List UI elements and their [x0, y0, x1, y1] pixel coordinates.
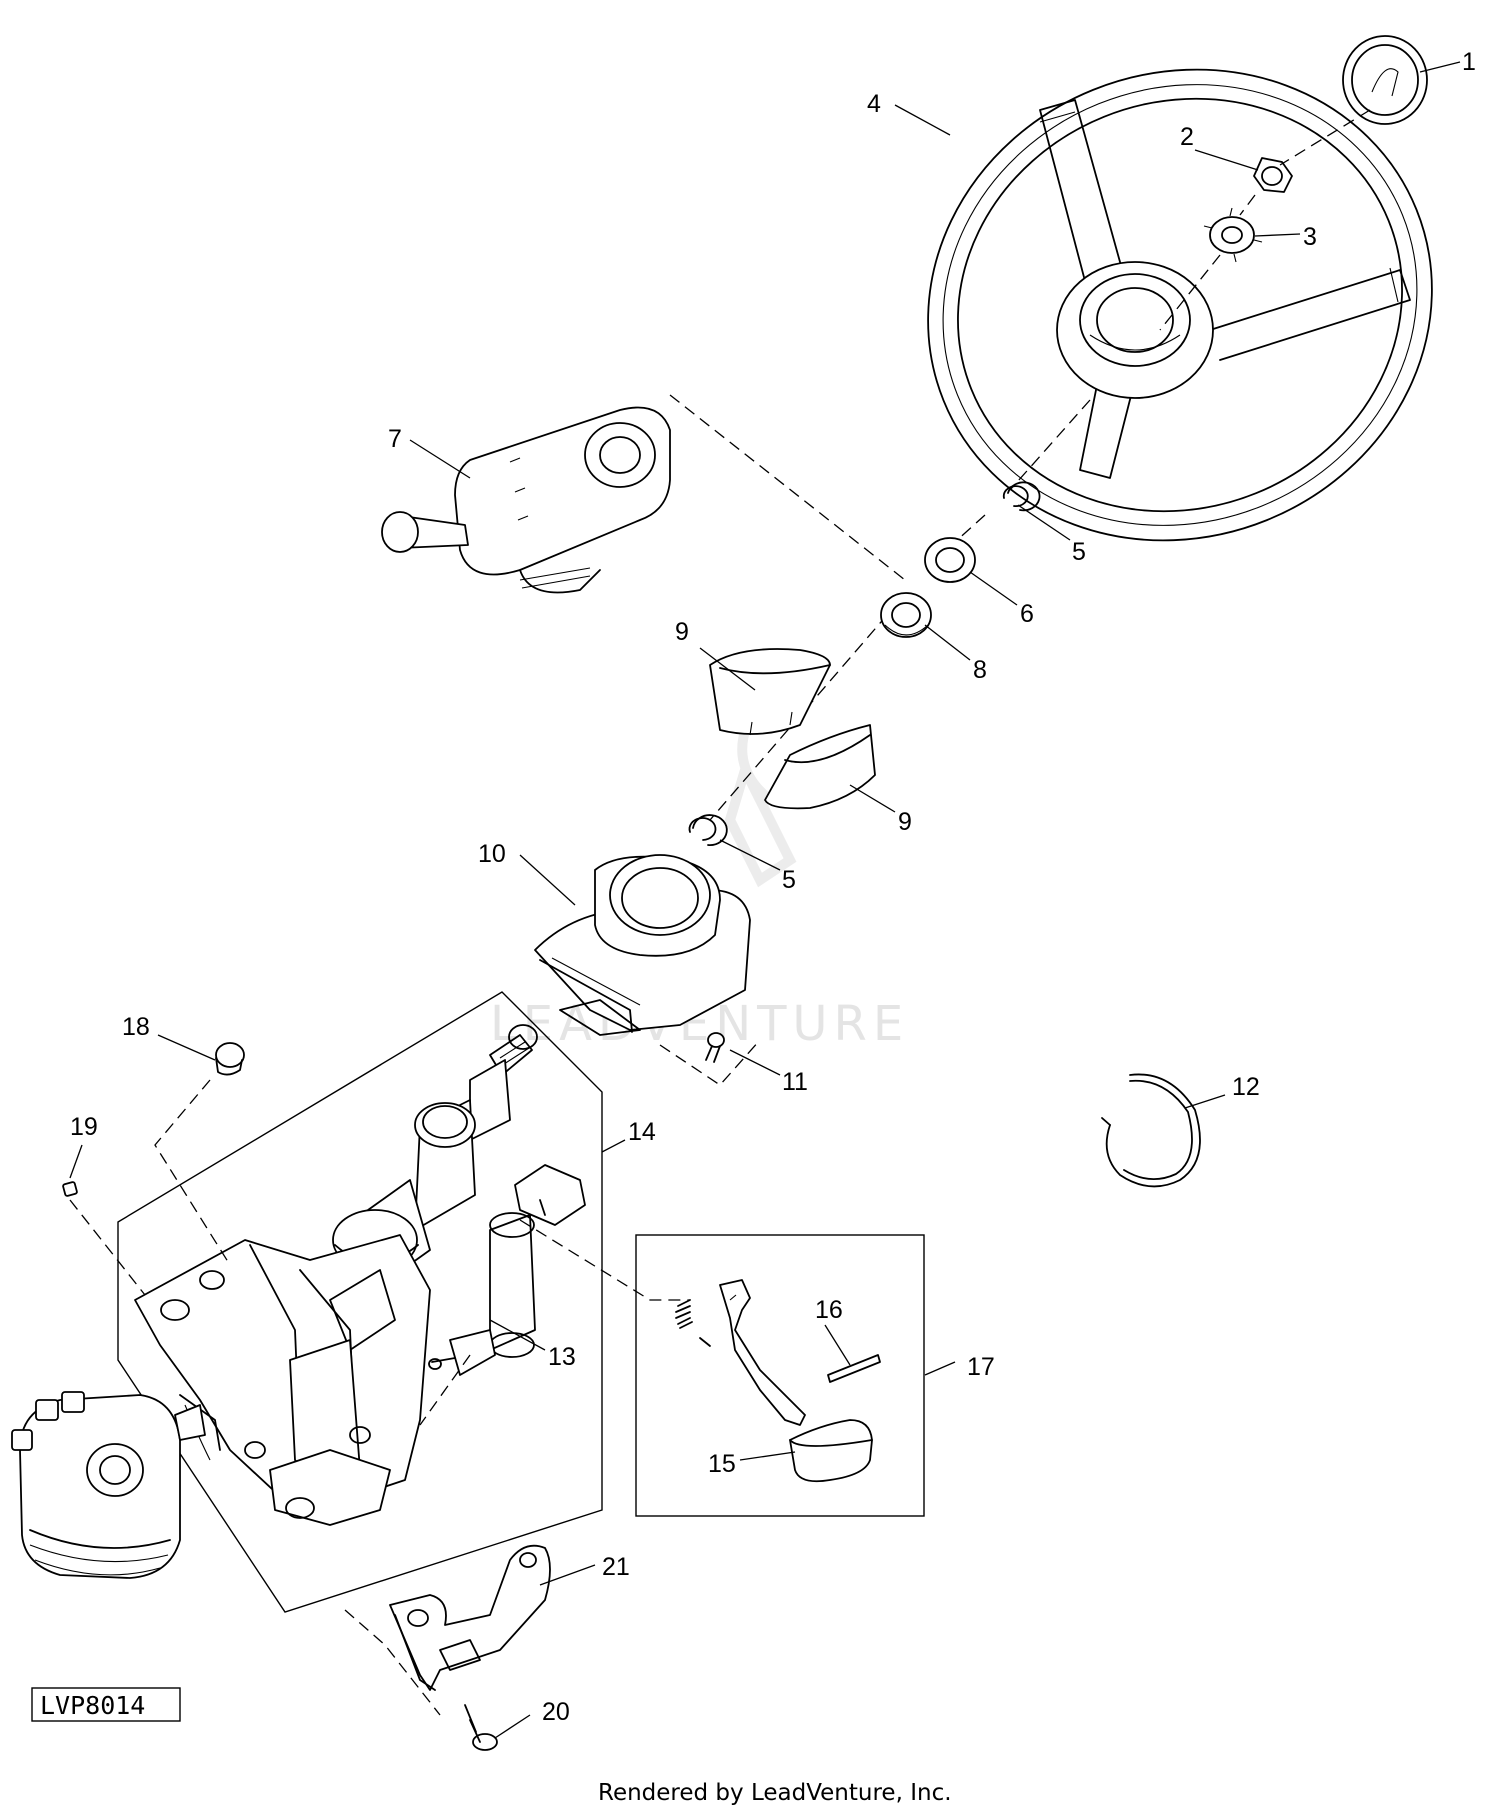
part-18-bolt — [215, 1042, 245, 1076]
callout-9-lower: 9 — [898, 808, 912, 836]
column-bracket — [134, 1234, 431, 1526]
part-8-bushing — [880, 592, 932, 638]
callout-19: 19 — [70, 1113, 98, 1141]
part-15-knob — [789, 1419, 873, 1483]
kit-spring — [675, 1299, 711, 1347]
callout-7: 7 — [388, 425, 402, 453]
steering-wheel — [927, 68, 1433, 542]
callout-8: 8 — [973, 656, 987, 684]
callout-6: 6 — [1020, 600, 1034, 628]
part-5-snap-ring-lower — [688, 814, 728, 846]
callout-1: 1 — [1462, 48, 1476, 76]
part-11-screw — [705, 1032, 725, 1063]
part-2-nut — [1253, 157, 1293, 193]
part-14-assembly-frame — [117, 991, 603, 1613]
callout-2: 2 — [1180, 123, 1194, 151]
callout-14: 14 — [628, 1118, 656, 1146]
callout-20: 20 — [542, 1698, 570, 1726]
callout-3: 3 — [1303, 223, 1317, 251]
callout-16: 16 — [815, 1296, 843, 1324]
column-dashed-guides — [69, 1079, 690, 1716]
callout-15: 15 — [708, 1450, 736, 1478]
part-6-washer — [924, 537, 976, 583]
part-21-mount-bracket — [389, 1544, 551, 1691]
callout-21: 21 — [602, 1553, 630, 1581]
part-9-cover-upper — [709, 648, 831, 736]
callout-17: 17 — [967, 1353, 995, 1381]
callout-10: 10 — [478, 840, 506, 868]
callout-5-lower: 5 — [782, 866, 796, 894]
footer-credit: Rendered by LeadVenture, Inc. — [598, 1780, 952, 1806]
part-7-control-switch — [381, 406, 671, 594]
callout-4: 4 — [867, 90, 881, 118]
callout-11: 11 — [782, 1068, 808, 1096]
part-17-kit-box — [635, 1234, 925, 1517]
callout-5-upper: 5 — [1072, 538, 1086, 566]
part-5-snap-ring-upper — [1002, 481, 1041, 512]
part-13-gas-strut — [428, 1164, 586, 1376]
assembly-axis-upper — [709, 109, 1371, 821]
steering-valve — [11, 1391, 206, 1579]
part-1-cap — [1342, 35, 1428, 125]
part-10-column-housing — [534, 854, 751, 1036]
part-9-cover-lower — [764, 724, 876, 810]
callout-9-upper: 9 — [675, 618, 689, 646]
kit-release-lever — [719, 1279, 806, 1426]
switch-to-column-line — [659, 394, 906, 1086]
callout-18: 18 — [122, 1013, 150, 1041]
callout-12: 12 — [1232, 1073, 1260, 1101]
part-12-band-clamp — [1101, 1073, 1201, 1188]
callout-13: 13 — [548, 1343, 576, 1371]
callout-labels: 1 2 3 4 5 6 7 8 9 9 5 10 11 12 14 18 19 … — [70, 48, 1476, 1726]
part-3-tab-washer — [1203, 207, 1263, 263]
part-19-nut — [62, 1181, 78, 1197]
part-16-pin — [827, 1354, 881, 1383]
leader-lines — [69, 61, 1461, 1739]
reference-code: LVP8014 — [40, 1691, 145, 1720]
part-20-bolt — [464, 1704, 498, 1751]
reference-code-box: LVP8014 — [31, 1687, 181, 1722]
